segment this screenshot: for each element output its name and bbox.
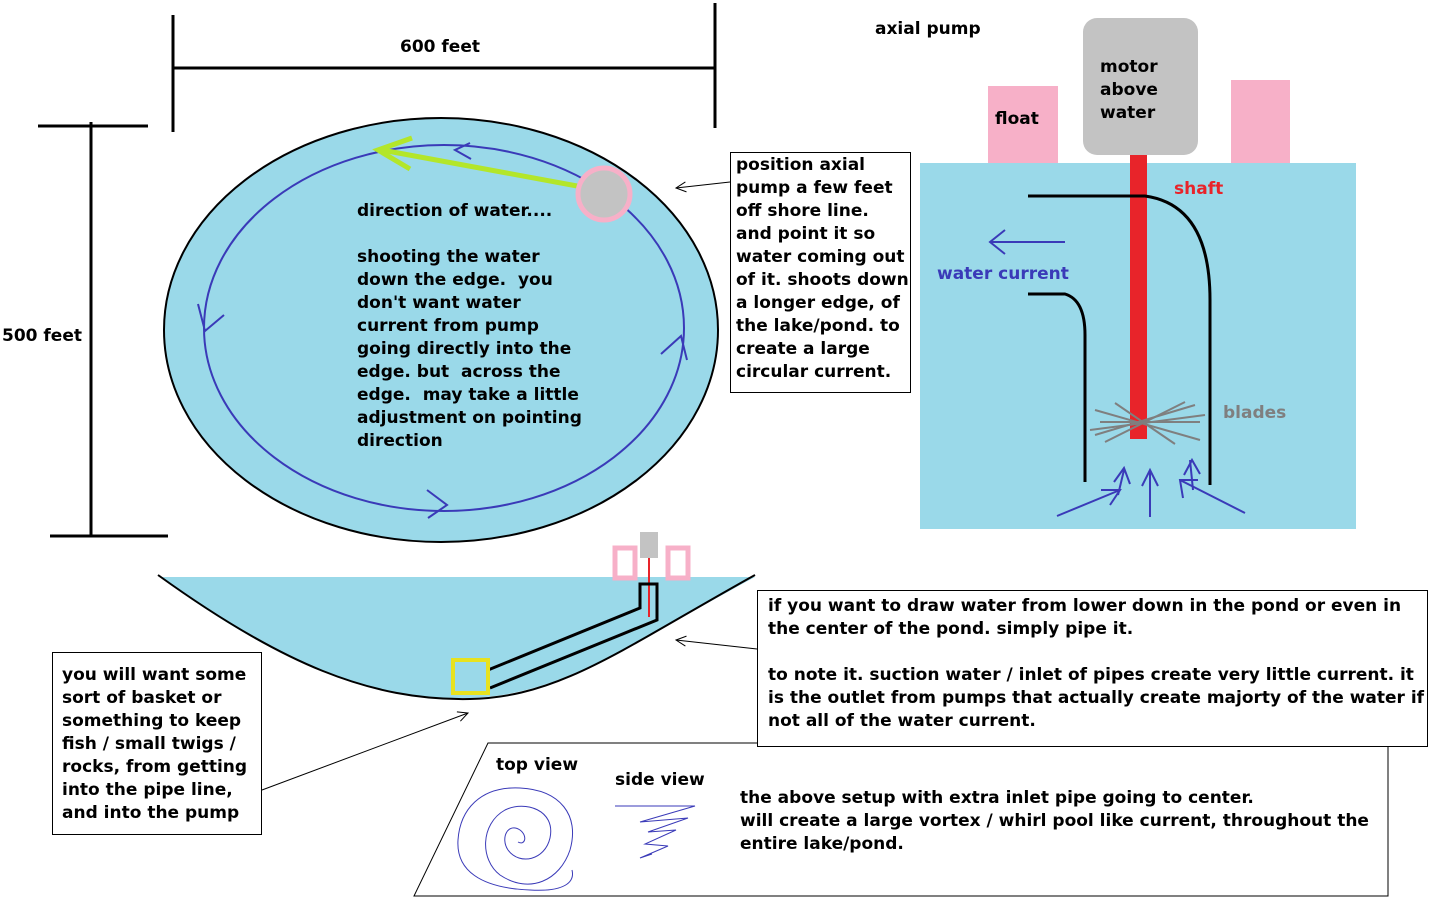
vortex-side-view-label: side view (615, 770, 705, 790)
pump-shaft (1130, 155, 1147, 439)
current-direction-arrows (197, 142, 688, 519)
inflow-arrows (1056, 457, 1246, 517)
width-label: 600 feet (400, 37, 480, 57)
pipe-note-text: if you want to draw water from lower dow… (768, 596, 1425, 731)
inlet-basket (451, 658, 490, 695)
side-float-right (665, 545, 691, 581)
side-float-left (612, 545, 638, 581)
inlet-pipe (487, 582, 659, 690)
pump-housing-left (1028, 292, 1087, 482)
pump-note-pointer (676, 181, 731, 188)
motor-label: motor above water (1100, 57, 1158, 123)
pump-housing-right (1028, 194, 1212, 485)
side-pump-motor (640, 532, 658, 558)
blades-label: blades (1223, 403, 1287, 423)
vortex-top-view-label: top view (496, 755, 579, 775)
basket-note-text: you will want some sort of basket or som… (62, 665, 248, 823)
vortex-text: the above setup with extra inlet pipe go… (740, 788, 1369, 854)
pipe-note-box: if you want to draw water from lower dow… (757, 590, 1428, 747)
water-current-label: water current (937, 264, 1069, 284)
pump-jet-arrow (372, 135, 589, 191)
height-dimension (38, 122, 168, 538)
side-view-funnel (615, 805, 696, 859)
pump-note-text: position axial pump a few feet off shore… (736, 155, 909, 382)
shaft-label: shaft (1174, 179, 1224, 199)
motor (1083, 18, 1198, 155)
float-right (1231, 80, 1290, 163)
height-label: 500 feet (2, 326, 82, 346)
pond-top-view (163, 117, 719, 543)
pump-title: axial pump (875, 19, 981, 39)
basket-note-pointer (261, 713, 468, 791)
float-left (988, 86, 1058, 163)
top-view-spiral (457, 787, 574, 891)
water-current-arrow (988, 229, 1065, 255)
pipe-note-pointer (676, 640, 758, 650)
pond-side-view (160, 577, 755, 699)
float-label: float (995, 109, 1039, 129)
width-dimension (171, 3, 717, 132)
basket-note-box: you will want some sort of basket or som… (52, 652, 262, 835)
pump-blades (1089, 401, 1206, 445)
pump-marker (575, 165, 633, 223)
direction-text: direction of water.... shooting the wate… (357, 201, 582, 451)
pump-note-box: position axial pump a few feet off shore… (730, 152, 911, 393)
pond-side-outline (157, 574, 756, 701)
